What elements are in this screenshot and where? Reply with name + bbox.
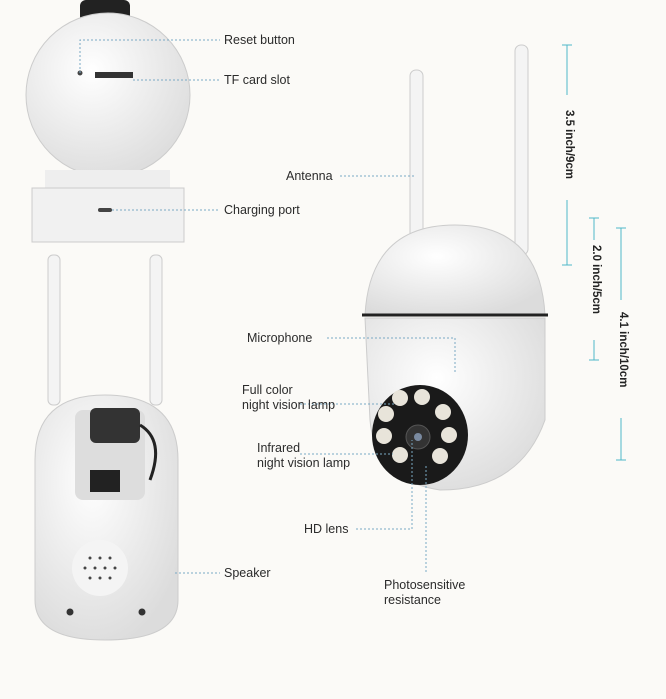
dimension-lines [562,44,626,461]
label-hd-lens: HD lens [304,522,349,536]
label-line: Photosensitive [384,578,466,592]
camera-front-view [362,44,548,491]
dimension-body-height: 4.1 inch/10cm [617,312,629,388]
dimension-antenna-height: 3.5 inch/9cm [563,110,575,180]
dimension-head-height: 2.0 inch/5cm [590,245,602,315]
label-full-color-lamp: Full color night vision lamp [242,383,335,413]
label-photosensitive: Photosensitive resistance [384,578,465,608]
label-line: resistance [384,593,441,607]
camera-back-view-bottom [34,254,179,641]
antenna-right [514,44,529,256]
charging-port [98,208,112,212]
label-reset-button: Reset button [224,33,295,47]
tf-card-slot [95,72,133,78]
speaker-grille [72,540,128,596]
label-tf-card-slot: TF card slot [224,73,290,87]
label-line: night vision lamp [242,398,336,412]
label-line: Full color [242,383,293,397]
label-line: night vision lamp [257,456,351,470]
camera-back-view-top [25,0,191,243]
leader-lines [79,39,456,574]
label-line: Infrared [257,441,301,455]
label-infrared-lamp: Infrared night vision lamp [257,441,350,471]
label-speaker: Speaker [224,566,271,580]
label-microphone: Microphone [247,331,313,345]
label-antenna: Antenna [286,169,333,183]
label-charging-port: Charging port [224,203,300,217]
antenna-left [409,69,424,246]
